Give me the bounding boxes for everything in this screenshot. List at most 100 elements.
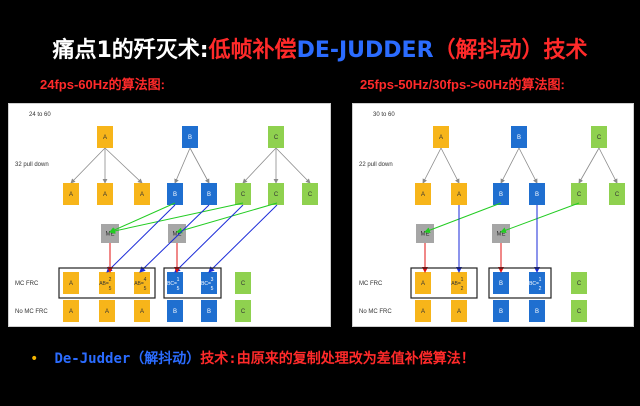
nomcfrc-box-1-label: A [457, 309, 461, 315]
interpolation-arrow [174, 204, 244, 273]
mcfrc-box-4-label: C [577, 281, 582, 287]
tree-arrow [174, 147, 191, 184]
me-box-0-label: ME [421, 232, 430, 238]
pulldown-box-0-label: A [421, 192, 425, 198]
tree-arrow [500, 147, 520, 184]
me-box-0-label: ME [106, 232, 115, 238]
nomcfrc-box-5-label: C [241, 309, 246, 315]
bullet-lead: De-Judder（解抖动） [54, 351, 201, 367]
mcfrc-box-3-label: BC= [529, 281, 539, 287]
nomcfrc-box-0-label: A [69, 309, 73, 315]
nomcfrc-box-2 [493, 300, 509, 322]
pulldown-box-7-label: C [308, 192, 313, 198]
mcfrc-box-2 [493, 272, 509, 294]
pulldown-box-4 [201, 183, 217, 205]
bullet-dot-icon: • [30, 351, 39, 367]
nomcfrc-box-0-label: A [421, 309, 425, 315]
pulldown-box-1-label: A [103, 192, 107, 198]
mcfrc-box-4-num: 3 [211, 277, 214, 283]
interpolation-arrow [208, 204, 278, 273]
motion-estimation-arrow [109, 202, 244, 234]
pulldown-box-4-label: C [577, 192, 582, 198]
tree-arrow [104, 147, 143, 184]
pulldown-box-5-label: C [615, 192, 620, 198]
mcfrc-box-2-label: AB= [134, 281, 144, 287]
pulldown-box-2 [493, 183, 509, 205]
pulldown-box-3 [167, 183, 183, 205]
motion-estimation-arrow [424, 202, 502, 234]
title-part-3: DE-JUDDER [296, 38, 434, 63]
mcfrc-box-1-num: 1 [461, 277, 464, 283]
tree-arrow [189, 147, 210, 184]
pulldown-box-0 [415, 183, 431, 205]
nomcfrc-box-1 [451, 300, 467, 322]
corner-label: 30 to 60 [373, 112, 395, 118]
pulldown-box-5-label: C [241, 192, 246, 198]
pulldown-box-7 [302, 183, 318, 205]
mcfrc-box-2-den: 5 [144, 286, 147, 292]
pulldown-box-6-label: C [274, 192, 279, 198]
top-box-A-label: A [439, 135, 443, 141]
mcfrc-box-3 [529, 272, 545, 294]
mcfrc-group-frame [410, 267, 478, 299]
pulldown-box-2-label: A [140, 192, 144, 198]
mcfrc-box-3-label: BC= [167, 281, 177, 287]
nomcfrc-box-3-label: B [535, 309, 539, 315]
left-heading: 24fps-60Hz的算法图: [40, 77, 165, 92]
tree-arrow [70, 147, 106, 184]
nomcfrc-box-1 [99, 300, 115, 322]
pulldown-box-3-label: B [535, 192, 539, 198]
pulldown-box-2-label: B [499, 192, 503, 198]
mcfrc-group-frame [488, 267, 552, 299]
mcfrc-group-frame [163, 267, 222, 299]
mcfrc-box-2 [134, 272, 150, 294]
top-box-C [268, 126, 284, 148]
pulldown-box-3 [529, 183, 545, 205]
pulldown-box-1-label: A [457, 192, 461, 198]
pulldown-box-0-label: A [69, 192, 73, 198]
nomcfrc-label: No MC FRC [15, 309, 48, 315]
top-box-B-label: B [188, 135, 192, 141]
mcfrc-box-0 [415, 272, 431, 294]
mcfrc-box-0-label: A [421, 281, 425, 287]
pulldown-box-5 [235, 183, 251, 205]
mcfrc-box-1 [451, 272, 467, 294]
motion-estimation-arrow [109, 202, 176, 233]
top-box-A-label: A [103, 135, 107, 141]
nomcfrc-box-2 [134, 300, 150, 322]
pulldown-box-1 [451, 183, 467, 205]
mcfrc-box-3-den: 5 [177, 286, 180, 292]
top-box-B-label: B [517, 135, 521, 141]
top-box-C [591, 126, 607, 148]
mcfrc-box-1-label: AB= [451, 281, 461, 287]
motion-estimation-arrow [176, 202, 278, 234]
mcfrc-box-0 [63, 272, 79, 294]
nomcfrc-box-2-label: A [140, 309, 144, 315]
mcfrc-box-1-num: 2 [109, 277, 112, 283]
mcfrc-label: MC FRC [15, 281, 39, 287]
pulldown-box-0 [63, 183, 79, 205]
pulldown-box-6 [268, 183, 284, 205]
mcfrc-box-0-label: A [69, 281, 73, 287]
pulldown-box-3-label: B [173, 192, 177, 198]
mcfrc-box-2-label: B [499, 281, 503, 287]
nomcfrc-box-1-label: A [105, 309, 109, 315]
pulldown-box-1 [97, 183, 113, 205]
tree-arrow [440, 147, 460, 184]
mcfrc-group-frame [58, 267, 156, 299]
me-box-1-label: ME [497, 232, 506, 238]
pulldown-box-4-label: B [207, 192, 211, 198]
corner-label: 24 to 60 [29, 112, 51, 118]
interpolation-arrow [139, 204, 210, 273]
mcfrc-box-4 [201, 272, 217, 294]
pulldown-label: 22 pull down [359, 162, 393, 168]
pulldown-box-2 [134, 183, 150, 205]
interpolation-arrow [106, 204, 176, 273]
title-part-1: 痛点1的歼灭术: [52, 38, 209, 63]
tree-arrow [518, 147, 538, 184]
nomcfrc-box-5 [235, 300, 251, 322]
nomcfrc-box-3 [529, 300, 545, 322]
